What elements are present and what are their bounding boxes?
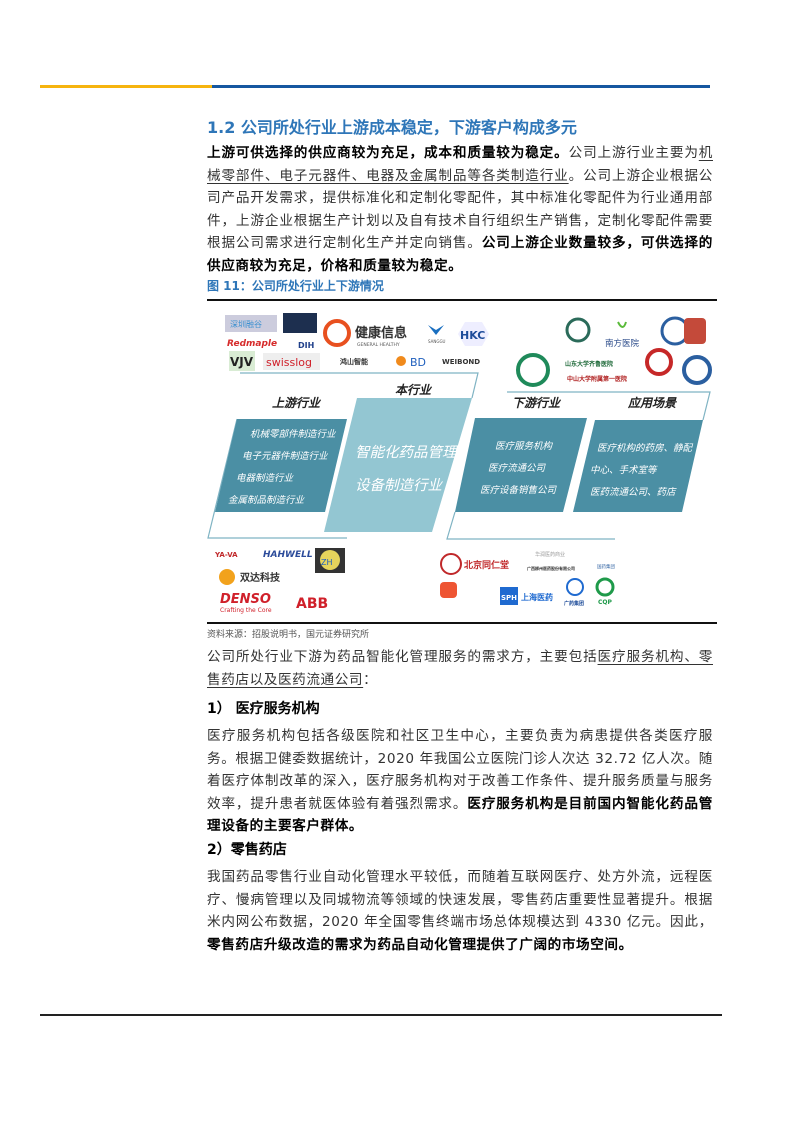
upstream-item: 电器制造行业	[236, 473, 295, 484]
downstream-item: 医疗设备销售公司	[480, 484, 558, 496]
downstream-item: 医疗服务机构	[495, 440, 554, 452]
logo: 中山大学附属第一医院	[567, 375, 627, 383]
logo: Redmaple	[227, 339, 277, 349]
logo: DIH	[298, 341, 314, 350]
logo: YA-VA	[214, 551, 238, 559]
bold-text: 公司上游企业数量较多，可供选择的供应商较为充足，价格和质量较为稳定。	[207, 235, 713, 274]
logo: DENSO	[220, 592, 271, 607]
logo: 健康信息	[355, 325, 407, 341]
upstream-item: 金属制品制造行业	[228, 494, 306, 506]
figure-source: 资料来源：招股说明书，国元证券研究所	[207, 622, 717, 640]
logo: 华润医药商业	[535, 551, 565, 558]
upstream-logos: 深圳融谷 健康信息 GENERAL HEALTHY SANGGU HKC Red…	[214, 313, 489, 614]
subheading-retail-pharmacies: 2）零售药店	[207, 842, 287, 858]
logo: 鸿山智能	[340, 357, 368, 366]
downstream-logos: 南方医院 山东大学齐鲁医院 中山大学附属第一医院 北京同仁堂 华润医药商业 广西…	[440, 316, 712, 607]
text: 公司所处行业下游为药品智能化管理服务的需求方，主要包括	[207, 649, 598, 665]
scenario-box	[573, 420, 703, 512]
footer-divider	[40, 1014, 722, 1016]
paragraph-retail-pharmacies: 我国药品零售行业自动化管理水平较低，而随着互联网医疗、处方外流，远程医疗、慢病管…	[207, 866, 713, 956]
header-accent-yellow	[40, 85, 212, 88]
text: 。公司上游企业根据公司产品开发需求，提供标准化和定制化零配件，其中标准化零配件为…	[207, 167, 714, 252]
heading-scenario: 应用场景	[627, 396, 677, 410]
upstream-item: 电子元器件制造行业	[242, 451, 329, 462]
heading-downstream: 下游行业	[512, 396, 562, 410]
header-accent-blue	[212, 85, 710, 88]
core-item: 智能化药品管理	[355, 444, 459, 461]
underlined-text: 医疗服务机构、零售药店以及医药流通公司	[207, 649, 713, 688]
logo: 上海医药	[521, 592, 553, 602]
bold-text: 零售药店升级改造的需求为药品自动化管理提供了广阔的市场空间。	[207, 936, 633, 953]
logo: GENERAL HEALTHY	[357, 342, 400, 348]
paragraph-downstream: 公司所处行业下游为药品智能化管理服务的需求方，主要包括医疗服务机构、零售药店以及…	[207, 646, 713, 691]
logo: CQP	[598, 599, 613, 606]
logo: Crafting the Core	[220, 607, 272, 614]
section-title: 1.2 公司所处行业上游成本稳定，下游客户构成多元	[207, 118, 577, 137]
logo: 广药集团	[564, 600, 584, 607]
text: ：	[363, 671, 378, 688]
bold-text: 医疗服务机构是目前国内智能化药品管理设备的主要客户群体。	[207, 795, 713, 835]
text: 我国药品零售行业自动化管理水平较低，而随着互联网医疗、处方外流，远程医疗、慢病管…	[207, 869, 713, 931]
text: 公司上游行业主要为	[568, 145, 699, 161]
logo: 南方医院	[605, 338, 640, 349]
heading-core: 本行业	[395, 383, 433, 397]
downstream-box	[455, 418, 587, 512]
logo: 深圳融谷	[230, 319, 262, 329]
logo: SPH	[501, 594, 517, 602]
logo: 双达科技	[240, 571, 281, 584]
core-item: 设备制造行业	[355, 477, 443, 494]
underlined-text: 机械零部件、电子元器件、电器及金属制品等各类制造行业	[207, 145, 713, 184]
logo: HAHWELL	[263, 550, 313, 560]
upstream-item: 机械零部件制造行业	[250, 428, 337, 440]
upstream-box	[215, 419, 347, 512]
logo: BD	[410, 356, 426, 369]
figure-caption: 图 11：公司所处行业上下游情况	[207, 277, 717, 301]
scenario-item: 中心、手术室等	[590, 464, 658, 476]
subheading-medical-institutions: 1） 医疗服务机构	[207, 701, 320, 717]
logo: HKC	[460, 329, 485, 342]
logo: ABB	[296, 596, 328, 612]
logo: VJV	[230, 355, 254, 369]
paragraph-medical-institutions: 医疗服务机构包括各级医院和社区卫生中心，主要负责为病患提供各类医疗服务。根据卫健…	[207, 725, 713, 838]
industry-chain-diagram: 上游行业 本行业 下游行业 应用场景 机械零部件制造行业 电子元器件制造行业 电…	[207, 313, 712, 614]
logo: 北京同仁堂	[464, 559, 509, 571]
downstream-item: 医疗流通公司	[488, 462, 547, 474]
scenario-item: 医疗机构的药房、静配	[597, 442, 694, 454]
logo: 广西柳州医药股份有限公司	[527, 565, 575, 571]
bold-text: 上游可供选择的供应商较为充足，成本和质量较为稳定。	[207, 145, 569, 161]
heading-upstream: 上游行业	[272, 396, 322, 410]
logo: WEIBOND	[442, 358, 480, 366]
logo: SANGGU	[428, 339, 446, 344]
text: 医疗服务机构包括各级医院和社区卫生中心，主要负责为病患提供各类医疗服务。根据卫健…	[207, 728, 713, 812]
core-box	[324, 398, 472, 532]
logo: 山东大学齐鲁医院	[565, 360, 613, 368]
paragraph-upstream: 上游可供选择的供应商较为充足，成本和质量较为稳定。公司上游行业主要为机械零部件、…	[207, 142, 713, 278]
logo: swisslog	[266, 356, 312, 369]
logo: 国药集团	[597, 563, 615, 570]
scenario-item: 医药流通公司、药店	[590, 487, 677, 498]
logo: ZH	[321, 558, 333, 567]
